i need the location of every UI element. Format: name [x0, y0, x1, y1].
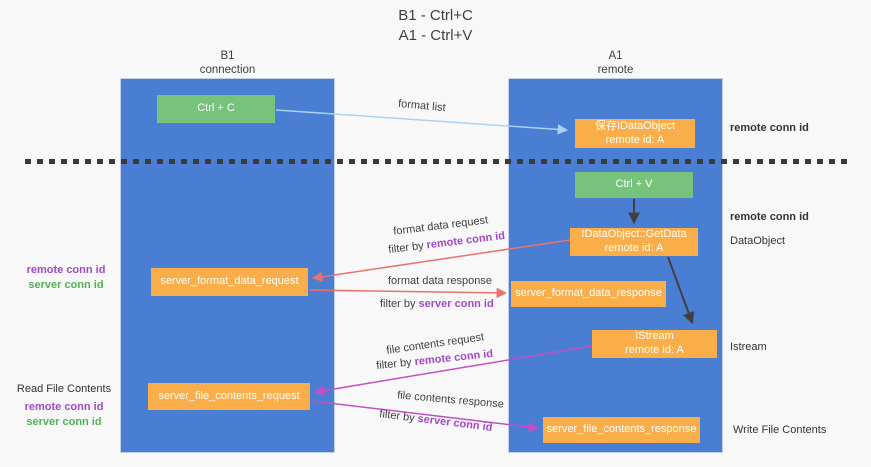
remote-conn-id-text: remote conn id	[425, 229, 506, 252]
label-istream: Istream	[730, 341, 767, 353]
node-server-file-contents-response-label: server_file_contents_response	[546, 423, 697, 436]
node-server-file-contents-response: server_file_contents_response	[543, 417, 700, 443]
lane-header-a1: A1 remote	[508, 49, 723, 78]
node-getdata-line1: IDataObject::GetData	[581, 228, 687, 241]
edge-label-filter-server-file: filter by server conn id	[379, 408, 493, 434]
label-left-server-conn-id-2: server conn id	[26, 416, 102, 428]
node-istream: IStream remote id: A	[592, 330, 717, 358]
title-line-b1: B1 - Ctrl+C	[398, 7, 473, 24]
label-remote-conn-id-top: remote conn id	[730, 122, 809, 134]
edge-label-file-contents-response: file contents response	[396, 389, 505, 411]
server-conn-id-text: server conn id	[416, 412, 494, 434]
node-ctrl-c: Ctrl + C	[157, 95, 275, 123]
lane-b1-subtitle: connection	[199, 64, 256, 77]
label-dataobject: DataObject	[730, 235, 786, 247]
node-save-idataobject-line2: remote id: A	[605, 133, 665, 146]
lane-a1-subtitle: remote	[597, 64, 634, 77]
node-ctrl-v: Ctrl + V	[575, 172, 693, 198]
label-left-server-conn-id-1: server conn id	[28, 279, 104, 291]
node-server-file-contents-request: server_file_contents_request	[148, 383, 310, 410]
label-block-file-left: Read File Contents remote conn id server…	[13, 382, 115, 430]
node-getdata-line2: remote id: A	[604, 242, 664, 254]
node-server-format-data-request-label: server_format_data_request	[160, 275, 299, 288]
lane-a1-title: A1	[608, 50, 623, 62]
edge-label-format-list: format list	[397, 97, 447, 115]
node-server-format-data-response: server_format_data_response	[511, 281, 666, 307]
edge-label-filter-server-format: filter by server conn id	[380, 298, 494, 310]
edge-label-format-data-response: format data response	[388, 275, 492, 287]
node-save-idataobject-line1: 保存IDataObject	[594, 119, 676, 132]
node-idataobject-getdata: IDataObject::GetData remote id: A	[570, 228, 698, 256]
node-save-idataobject: 保存IDataObject remote id: A	[575, 119, 695, 148]
node-server-format-data-request: server_format_data_request	[151, 268, 308, 296]
lane-header-b1: B1 connection	[120, 49, 335, 78]
diagram-title: B1 - Ctrl+C A1 - Ctrl+V	[0, 6, 871, 47]
title-line-a1: A1 - Ctrl+V	[398, 27, 473, 45]
label-read-file-contents: Read File Contents	[16, 383, 112, 395]
format-data-response-arrow	[308, 287, 508, 299]
filter-by-text: filter by	[378, 408, 419, 425]
label-left-remote-conn-id-1: remote conn id	[26, 264, 106, 276]
label-left-remote-conn-id-2: remote conn id	[24, 401, 104, 413]
node-istream-line1: IStream	[635, 330, 674, 343]
node-server-format-data-response-label: server_format_data_response	[515, 287, 662, 300]
filter-by-text: filter by	[375, 356, 416, 373]
lane-b1-title: B1	[220, 50, 235, 62]
label-remote-conn-id-mid: remote conn id	[730, 211, 809, 223]
filter-by-text: filter by	[380, 298, 419, 310]
node-server-file-contents-request-label: server_file_contents_request	[158, 389, 300, 402]
node-ctrl-c-label: Ctrl + C	[197, 102, 235, 115]
separator-dashed-line	[25, 159, 848, 164]
server-conn-id-text: server conn id	[418, 298, 494, 310]
filter-by-text: filter by	[387, 239, 428, 257]
node-istream-line2: remote id: A	[625, 344, 684, 356]
label-write-file-contents: Write File Contents	[733, 424, 827, 436]
label-block-format-left: remote conn id server conn id	[20, 263, 112, 293]
node-ctrl-v-label: Ctrl + V	[615, 178, 653, 191]
